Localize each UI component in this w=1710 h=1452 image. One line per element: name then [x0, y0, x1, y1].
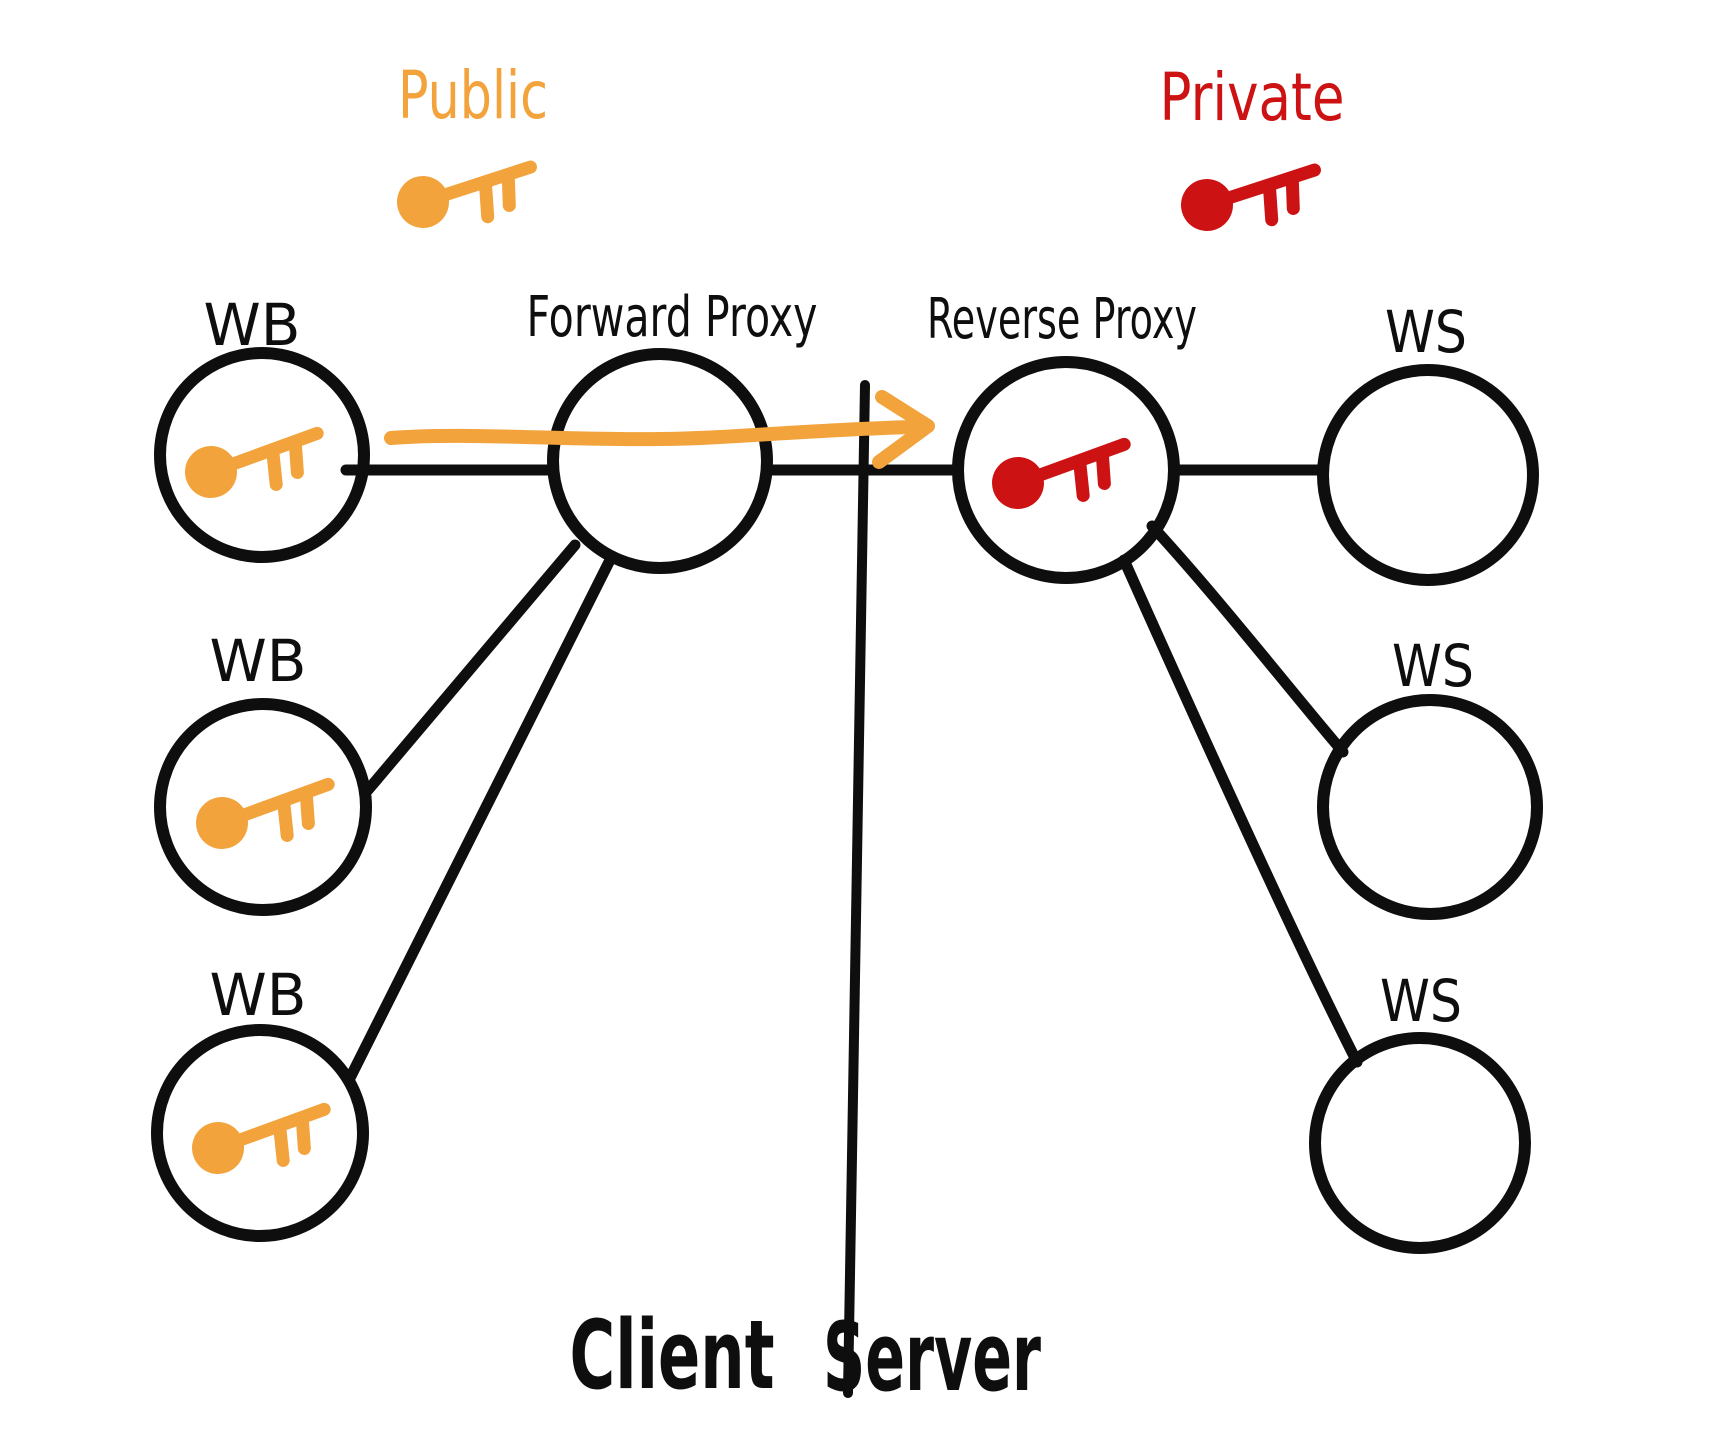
node-circle-forward-proxy — [547, 348, 773, 574]
reverse-proxy-private-key-icon — [985, 420, 1136, 524]
private-key-label: Private — [1160, 59, 1345, 136]
node-circle-reverse-proxy — [952, 356, 1180, 584]
edge-reverse-proxy-ws2 — [1146, 520, 1349, 758]
wb-1-public-key-icon — [178, 409, 329, 513]
wb-2-public-key-icon — [189, 760, 340, 864]
node-circle-wb-1 — [154, 347, 370, 563]
wb-3-public-key-icon — [185, 1085, 336, 1189]
node-circle-ws-3 — [1309, 1032, 1531, 1254]
public-key-label: Public — [398, 57, 548, 134]
client-zone-label: Client — [570, 1301, 775, 1411]
node-label-reverse-proxy: Reverse Proxy — [927, 287, 1197, 352]
node-label-wb-3: WB — [210, 961, 307, 1029]
private-key-icon — [1174, 145, 1325, 245]
server-zone-label: Server — [823, 1303, 1041, 1413]
edge-wb3-forward-proxy — [344, 554, 616, 1084]
node-label-ws-2: WS — [1392, 632, 1474, 700]
client-server-divider — [843, 380, 870, 1398]
node-label-wb-1: WB — [204, 291, 301, 359]
node-label-wb-2: WB — [210, 627, 307, 695]
node-label-ws-3: WS — [1380, 967, 1462, 1035]
node-label-ws-1: WS — [1385, 298, 1467, 366]
edge-reverse-proxy-ws3 — [1118, 554, 1363, 1068]
node-label-forward-proxy: Forward Proxy — [527, 285, 818, 350]
node-circle-ws-2 — [1317, 694, 1543, 920]
edge-wb2-forward-proxy — [362, 539, 581, 796]
node-circle-ws-1 — [1317, 364, 1539, 586]
node-circle-wb-2 — [154, 698, 372, 916]
public-request-arrow-icon — [384, 390, 935, 469]
node-circle-wb-3 — [151, 1024, 369, 1242]
public-key-icon — [390, 142, 541, 242]
